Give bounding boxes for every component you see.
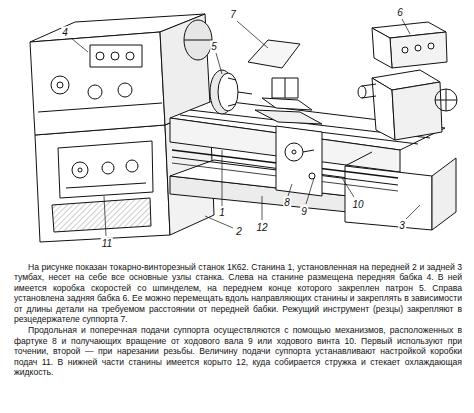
- rear-pedestal: [345, 152, 456, 230]
- callout-number: 1: [218, 207, 226, 218]
- callout-number: 8: [283, 197, 291, 208]
- leader-lines: [71, 19, 420, 236]
- description-paragraph: На рисунке показан токарно-винторезный с…: [14, 262, 462, 324]
- callout-number: 9: [300, 206, 308, 217]
- callout-number: 4: [61, 27, 69, 38]
- callout-number: 5: [210, 41, 218, 52]
- callout-number: 11: [101, 238, 113, 249]
- callout-number: 2: [235, 226, 243, 237]
- description-paragraph: Продольная и поперечная подачи суппорта …: [14, 325, 462, 377]
- callout-number: 12: [255, 222, 268, 233]
- callout-number: 7: [229, 9, 237, 20]
- chuck: [210, 70, 252, 114]
- carriage: [248, 40, 322, 196]
- callout-number: 10: [351, 199, 364, 210]
- callout-number: 3: [398, 220, 406, 231]
- callout-number: 6: [396, 7, 404, 18]
- tailstock: [358, 70, 457, 140]
- electric-cabinet: [372, 22, 447, 68]
- feed-box: [58, 141, 153, 198]
